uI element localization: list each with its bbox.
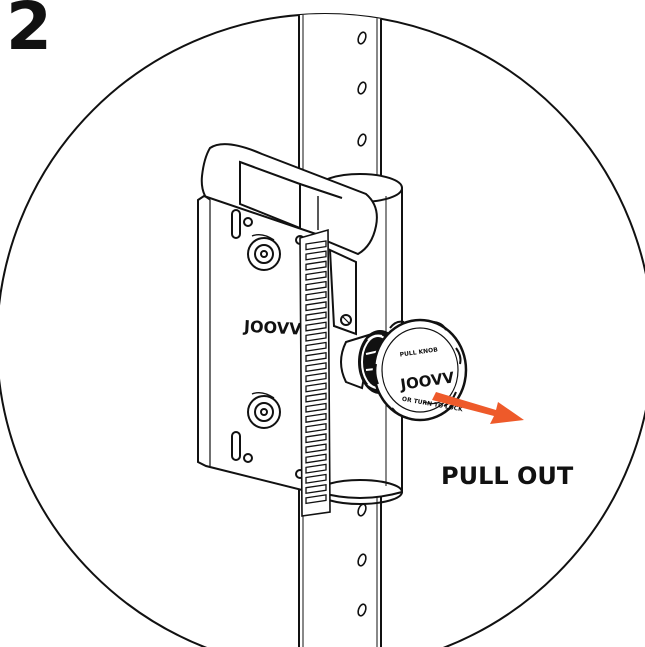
serration-tooth	[305, 402, 327, 413]
serration-tooth	[305, 433, 327, 444]
serration-tooth	[305, 423, 327, 434]
serration-tooth	[305, 250, 327, 261]
lower-roller	[247, 391, 281, 429]
serration-tooth	[305, 270, 327, 281]
serration-tooth	[305, 453, 327, 464]
plate-brand: JOOVV	[243, 317, 303, 339]
serration-tooth	[305, 382, 327, 393]
serration-teeth	[305, 240, 327, 505]
serration-tooth	[305, 412, 327, 423]
rack-holes	[357, 31, 367, 617]
serration-tooth	[305, 260, 327, 271]
serration-tooth	[305, 473, 327, 484]
side-arm	[328, 248, 357, 336]
serration-tooth	[305, 483, 327, 495]
serration-tooth	[305, 341, 327, 352]
serration-tooth	[305, 301, 327, 312]
serration-tooth	[305, 463, 327, 474]
pull-arrow-icon	[432, 392, 524, 424]
serration-tooth	[305, 240, 327, 251]
serration-tooth	[305, 392, 327, 403]
action-label: PULL OUT	[441, 462, 574, 490]
serration-tooth	[305, 351, 327, 363]
step-number: 2	[6, 0, 52, 65]
serration-tooth	[305, 311, 327, 322]
serration-tooth	[305, 494, 327, 505]
serration-tooth	[305, 331, 327, 342]
serration-tooth	[305, 280, 327, 291]
mounting-plate	[197, 194, 328, 498]
upper-roller	[247, 233, 281, 271]
serration-tooth	[305, 362, 327, 373]
serration-tooth	[305, 443, 327, 454]
serration-tooth	[305, 321, 327, 332]
serration-tooth	[305, 291, 327, 302]
serration-tooth	[305, 372, 327, 383]
